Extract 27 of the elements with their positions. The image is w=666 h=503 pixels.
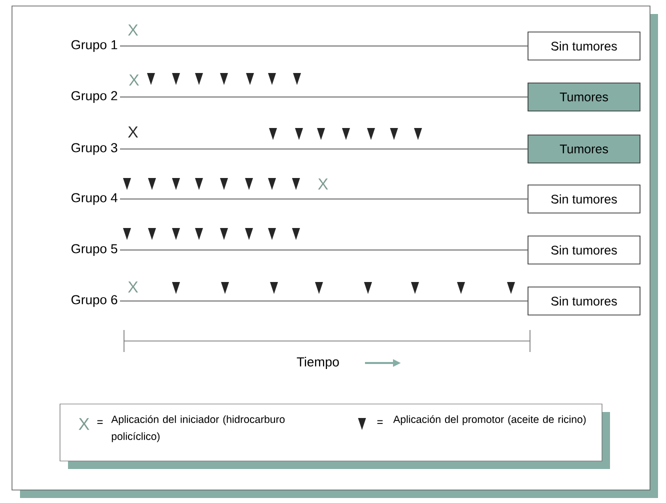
equals-sign: = — [97, 420, 103, 424]
result-box: Sin tumores — [528, 286, 640, 316]
initiator-marker: X — [318, 178, 328, 190]
legend-text: Aplicación del promotor (aceite de ricino) — [393, 415, 586, 426]
result-box: Tumores — [528, 134, 640, 164]
result-box: Sin tumores — [528, 184, 640, 214]
initiator-marker: X — [129, 74, 139, 86]
result-box: Sin tumores — [528, 32, 640, 60]
initiator-marker: X — [78, 418, 90, 430]
initiator-marker: X — [128, 24, 138, 36]
group-label: Grupo 2 — [72, 91, 118, 103]
equals-sign: = — [377, 420, 383, 424]
initiator-marker: X — [128, 126, 138, 138]
timeline — [120, 148, 528, 150]
timeline — [120, 300, 528, 302]
axis-label: Tiempo — [296, 356, 339, 370]
timeline — [120, 198, 528, 200]
initiator-marker: X — [128, 282, 138, 292]
group-label: Grupo 6 — [72, 295, 118, 307]
result-box: Sin tumores — [528, 236, 640, 264]
group-label: Grupo 5 — [72, 244, 118, 256]
group-label: Grupo 4 — [72, 193, 118, 205]
legend-text: Aplicación del iniciador (hidrocarburo policíclico) — [111, 415, 285, 442]
timeline — [120, 96, 528, 98]
group-label: Grupo 3 — [72, 143, 118, 155]
result-box: Tumores — [528, 82, 640, 112]
group-label: Grupo 1 — [72, 40, 118, 52]
